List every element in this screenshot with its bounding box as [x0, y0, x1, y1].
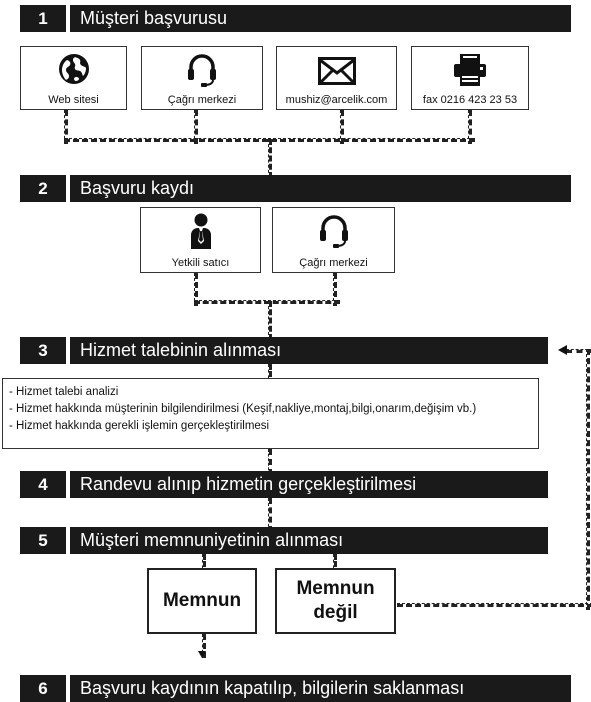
registration-label: Çağrı merkezi: [299, 257, 368, 269]
arrow-left-icon: [558, 345, 567, 355]
globe-icon: [58, 54, 89, 84]
connector: [202, 634, 206, 658]
analysis-line: - Hizmet hakkında gerekli işlemin gerçek…: [9, 420, 270, 432]
feedback-loop: [586, 349, 590, 610]
person-icon: [190, 213, 211, 249]
outcome-unsatisfied-line2: değil: [313, 602, 358, 623]
step-6-number: 6: [20, 675, 66, 702]
registration-card-dealer: Yetkili satıcı: [140, 207, 261, 273]
channel-label: mushiz@arcelik.com: [285, 94, 388, 106]
connector: [468, 110, 472, 144]
connector: [64, 110, 68, 144]
step-2-title: Başvuru kaydı: [70, 175, 571, 202]
outcome-unsatisfied-line1: Memnun: [296, 578, 375, 599]
connector: [268, 301, 272, 340]
step-6-title: Başvuru kaydının kapatılıp, bilgilerin s…: [70, 675, 571, 702]
step-1-title: Müşteri başvurusu: [70, 5, 571, 32]
step-3-number: 3: [20, 337, 66, 364]
arrow-down-icon: [198, 651, 206, 658]
step-4-number: 4: [20, 471, 66, 498]
step-3-title: Hizmet talebinin alınması: [70, 337, 548, 364]
channel-label: Web sitesi: [48, 94, 99, 106]
registration-card-call-center: Çağrı merkezi: [272, 207, 395, 273]
headset-icon: [319, 215, 348, 248]
analysis-line: - Hizmet hakkında müşterinin bilgilendir…: [9, 403, 477, 415]
connector: [268, 139, 272, 178]
step-2-number: 2: [20, 175, 66, 202]
analysis-box: - Hizmet talebi analizi - Hizmet hakkınd…: [2, 378, 539, 449]
connector: [194, 273, 198, 306]
connector: [194, 110, 198, 144]
outcome-satisfied-label: Memnun: [162, 590, 242, 611]
outcome-unsatisfied: Memnun değil: [275, 568, 396, 634]
step-4-title: Randevu alınıp hizmetin gerçekleştirilme…: [70, 471, 548, 498]
channel-label: Çağrı merkezi: [167, 94, 237, 106]
envelope-icon: [317, 57, 356, 85]
connector: [333, 273, 337, 306]
headset-icon: [188, 54, 216, 87]
feedback-loop: [566, 349, 591, 353]
registration-label: Yetkili satıcı: [171, 257, 230, 269]
channel-card-call-center: Çağrı merkezi: [141, 46, 263, 110]
channel-card-fax: fax 0216 423 23 53: [411, 46, 529, 110]
feedback-loop: [397, 603, 591, 607]
connector: [194, 300, 340, 304]
analysis-line: - Hizmet talebi analizi: [9, 386, 119, 398]
channel-label: fax 0216 423 23 53: [422, 94, 518, 106]
channel-card-email: mushiz@arcelik.com: [276, 46, 397, 110]
step-5-number: 5: [20, 527, 66, 554]
connector: [340, 110, 344, 144]
step-5-title: Müşteri memnuniyetinin alınması: [70, 527, 548, 554]
outcome-satisfied: Memnun: [147, 568, 257, 634]
channel-card-web: Web sitesi: [20, 46, 127, 110]
fax-icon: [454, 54, 486, 86]
step-1-number: 1: [20, 5, 66, 32]
